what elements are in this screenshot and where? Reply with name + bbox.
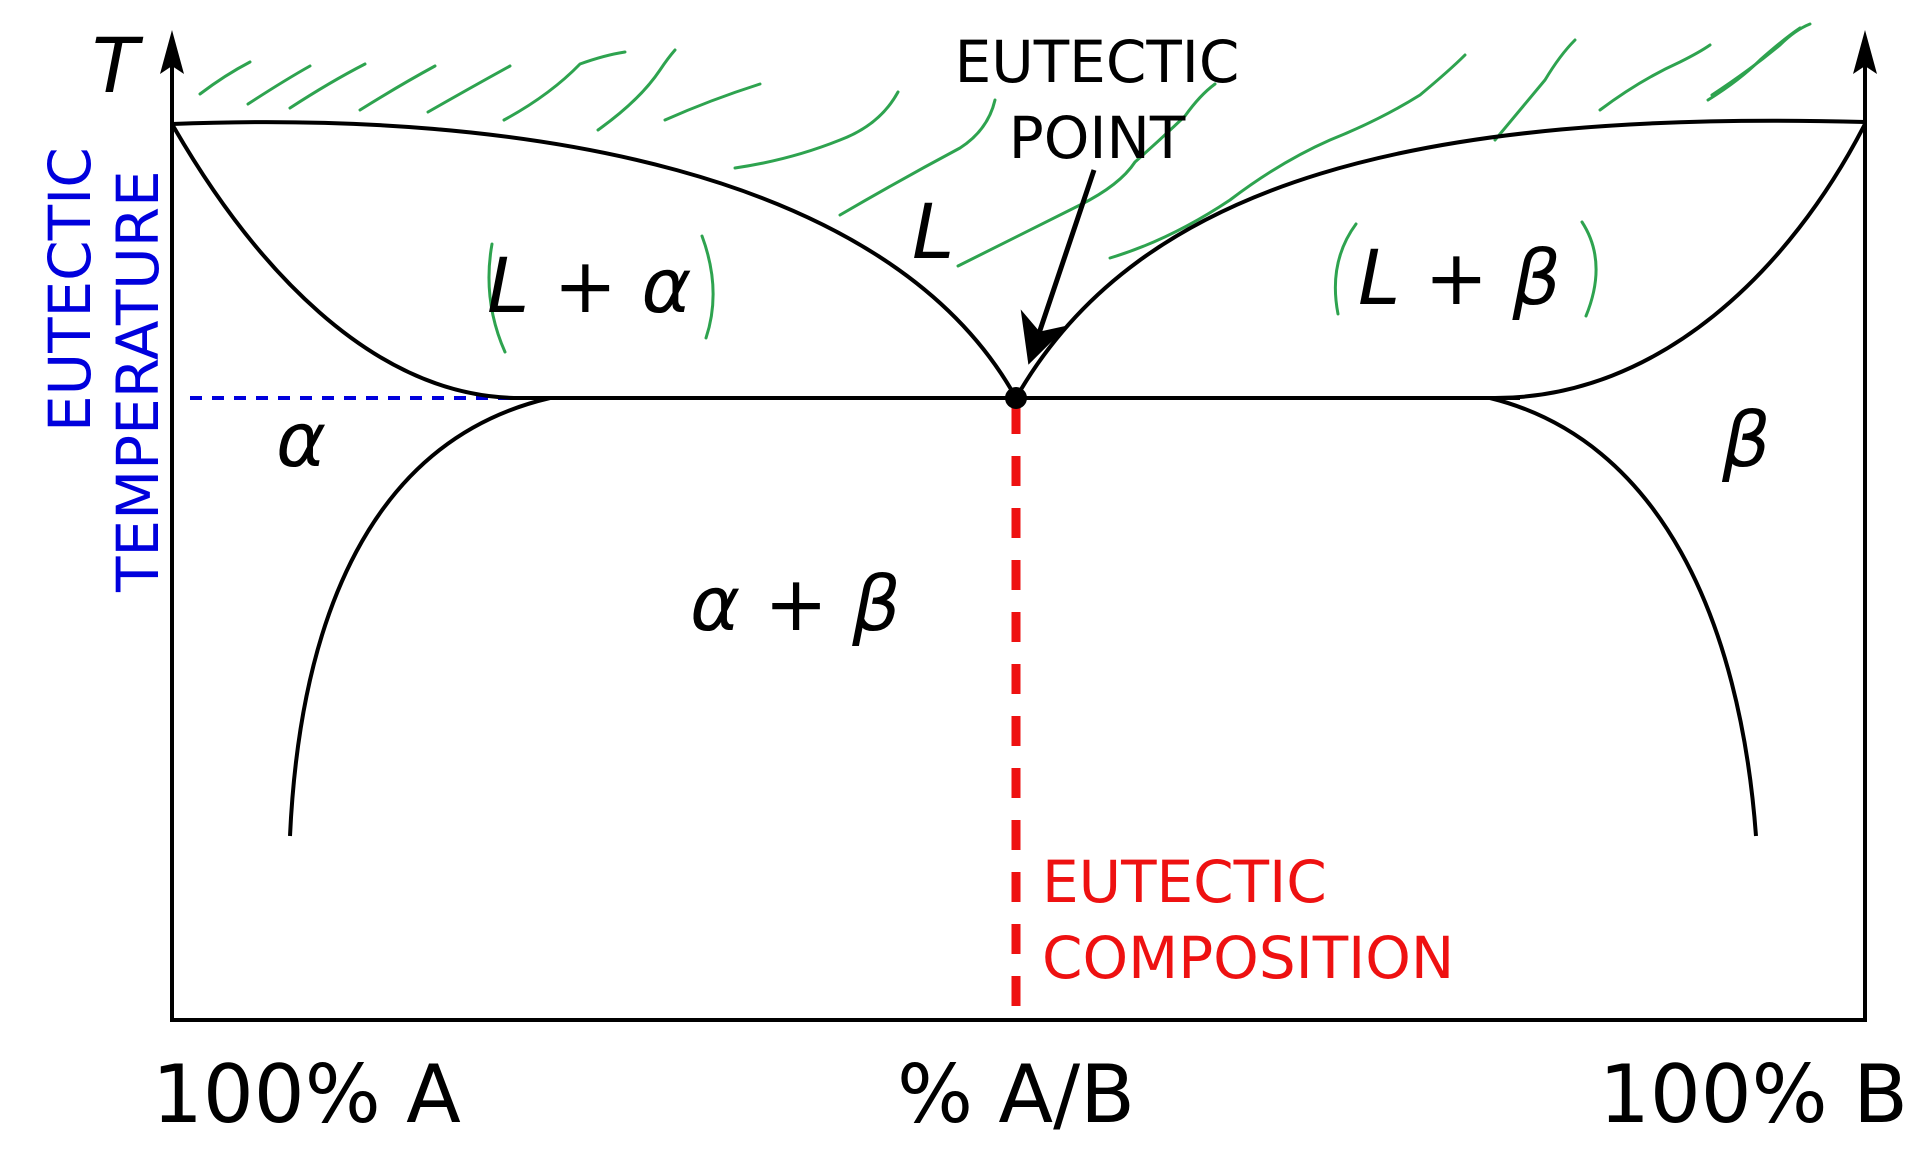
eutectic-point-arrow	[1020, 169, 1097, 365]
phase-label-alpha: α	[276, 395, 326, 484]
eutectic-point-label-line1: EUTECTIC	[955, 28, 1240, 96]
phase-label-liquid-alpha: L + α	[487, 241, 691, 330]
x-axis-left-label: 100% A	[152, 1048, 461, 1141]
eutectic-temperature-label-line1: EUTECTIC	[36, 147, 104, 432]
solvus-beta-curve	[1489, 396, 1758, 837]
liquidus-beta-curve	[1014, 118, 1866, 399]
x-axis-right-label: 100% B	[1599, 1048, 1908, 1141]
eutectic-temperature-label-line2: TEMPERATURE	[104, 170, 172, 593]
solidus-beta-curve	[1494, 123, 1867, 400]
eutectic-composition-label-line2: COMPOSITION	[1042, 924, 1454, 992]
solvus-alpha-curve	[288, 396, 551, 837]
right-axis-arrow-icon	[1853, 30, 1877, 74]
eutectic-point-label-line2: POINT	[1009, 104, 1186, 172]
liquid-region-hatching	[198, 22, 1812, 354]
solidus-alpha-curve	[170, 123, 521, 400]
eutectic-composition-label-line1: EUTECTIC	[1042, 848, 1327, 916]
phase-label-liquid: L	[912, 187, 954, 276]
x-axis-center-label: % A/B	[897, 1048, 1135, 1141]
y-axis-label: T	[92, 21, 144, 110]
eutectic-point-marker	[1005, 387, 1027, 409]
phase-label-alpha-beta: α + β	[690, 559, 901, 648]
liquidus-alpha-curve	[171, 120, 1018, 399]
phase-label-liquid-beta: L + β	[1358, 233, 1561, 322]
phase-label-beta: β	[1721, 395, 1771, 484]
eutectic-temperature-label: EUTECTIC TEMPERATURE	[36, 147, 172, 593]
left-axis-arrow-icon	[160, 30, 184, 74]
